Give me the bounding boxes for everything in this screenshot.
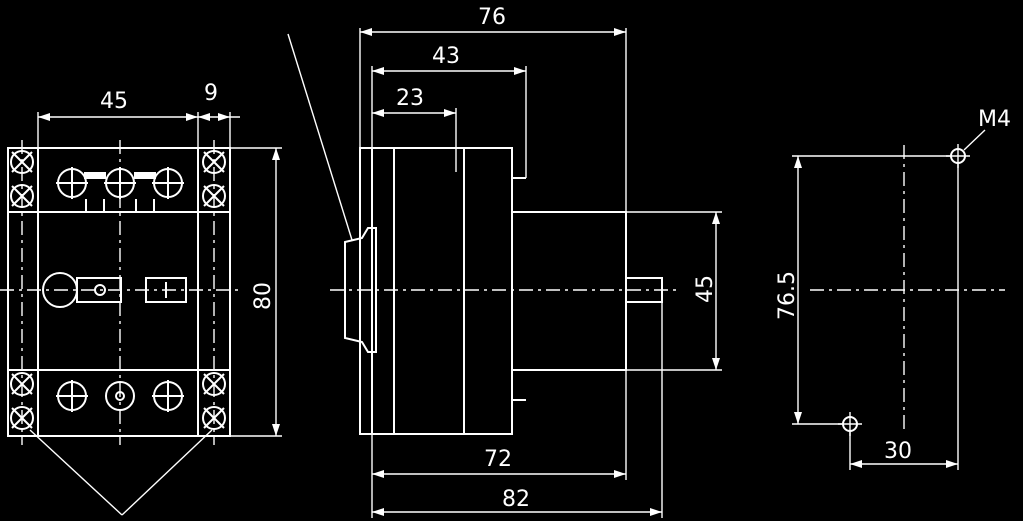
- depth-43-label: 43: [432, 44, 460, 69]
- mounting-view: M4 76.5 30: [775, 107, 1011, 470]
- side-body: [371, 147, 513, 435]
- total-depth-label: 76: [478, 5, 506, 30]
- front-controls: [42, 272, 187, 308]
- din-rail: [344, 227, 377, 353]
- terminal-offset-label: 9: [204, 81, 218, 106]
- front-view: 45 9 80: [0, 81, 282, 516]
- bottom-terminals: [56, 380, 184, 412]
- horizontal-spacing-label: 30: [884, 439, 912, 464]
- side-view: 76 43 23 72 82 45: [287, 5, 722, 518]
- overall-depth-label: 82: [502, 487, 530, 512]
- setting-window: [145, 277, 187, 303]
- mounting-plate: [359, 147, 373, 435]
- body-depth-label: 72: [484, 447, 512, 472]
- screw-size-label: M4: [978, 107, 1011, 132]
- front-body-outline: [7, 147, 231, 437]
- depth-23-label: 23: [396, 86, 424, 111]
- vertical-spacing-label: 76.5: [775, 271, 800, 320]
- front-width-label: 45: [100, 89, 128, 114]
- front-height-label: 80: [251, 282, 276, 310]
- top-terminals: [56, 167, 184, 212]
- corner-terminals: [10, 150, 226, 430]
- front-height-45-label: 45: [693, 275, 718, 303]
